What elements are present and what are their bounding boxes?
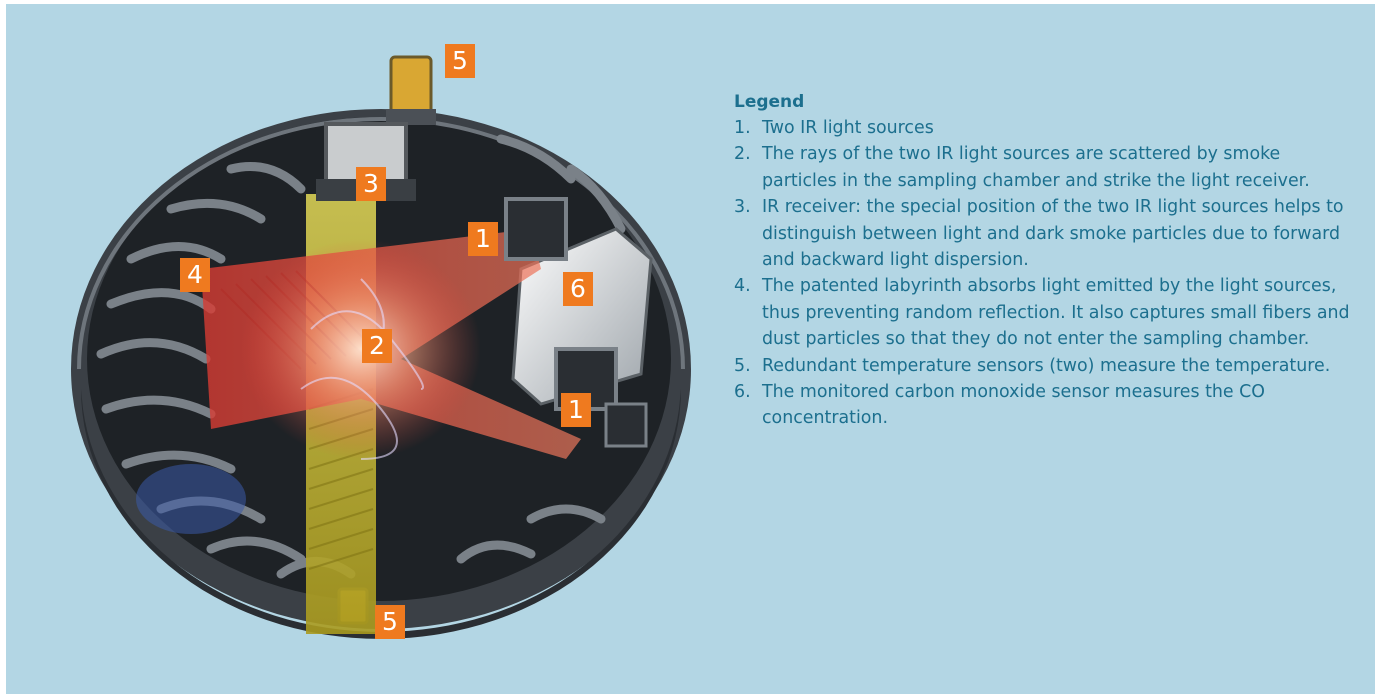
legend-item: 6. The monitored carbon monoxide sensor … (734, 379, 1354, 432)
legend-item-number: 6. (734, 382, 751, 403)
top-temperature-sensor (389, 55, 433, 117)
legend-item: 3. IR receiver: the special position of … (734, 194, 1354, 273)
ir-emitter-upper (504, 197, 568, 261)
legend-item-number: 4. (734, 276, 751, 297)
marker-ir-light-source-lower: 1 (561, 393, 591, 427)
legend-item: 1. Two IR light sources (734, 115, 1354, 141)
marker-co-sensor: 6 (563, 272, 593, 306)
marker-scattering-zone: 2 (362, 329, 392, 363)
legend-item-text: Redundant temperature sensors (two) meas… (762, 355, 1331, 376)
legend-list: 1. Two IR light sources 2. The rays of t… (734, 115, 1354, 432)
marker-labyrinth: 4 (180, 258, 210, 292)
legend-item-number: 3. (734, 197, 751, 218)
smoke-detector-illustration: 5 3 1 4 6 2 1 5 (61, 29, 721, 669)
legend-item-text: The monitored carbon monoxide sensor mea… (762, 382, 1265, 429)
legend-title: Legend (734, 92, 805, 112)
scattering-glow (241, 239, 481, 459)
legend-item-number: 5. (734, 355, 751, 376)
marker-temperature-sensor-bottom: 5 (375, 605, 405, 639)
legend-item: 5. Redundant temperature sensors (two) m… (734, 353, 1354, 379)
marker-ir-receiver: 3 (356, 167, 386, 201)
legend-item: 2. The rays of the two IR light sources … (734, 141, 1354, 194)
marker-temperature-sensor-top: 5 (445, 44, 475, 78)
legend-item: 4. The patented labyrinth absorbs light … (734, 273, 1354, 352)
marker-ir-light-source-upper: 1 (468, 222, 498, 256)
legend-item-text: Two IR light sources (762, 118, 934, 138)
legend-item-number: 2. (734, 144, 751, 165)
legend-item-text: The patented labyrinth absorbs light emi… (762, 276, 1350, 350)
diagram-panel: 5 3 1 4 6 2 1 5 Legend 1. Two IR light s… (6, 4, 1375, 694)
legend-item-number: 1. (734, 118, 751, 138)
legend-item-text: IR receiver: the special position of the… (762, 197, 1344, 271)
legend: Legend 1. Two IR light sources 2. The ra… (734, 90, 1354, 432)
legend-item-text: The rays of the two IR light sources are… (762, 144, 1310, 191)
labyrinth-vanes (96, 134, 626, 579)
